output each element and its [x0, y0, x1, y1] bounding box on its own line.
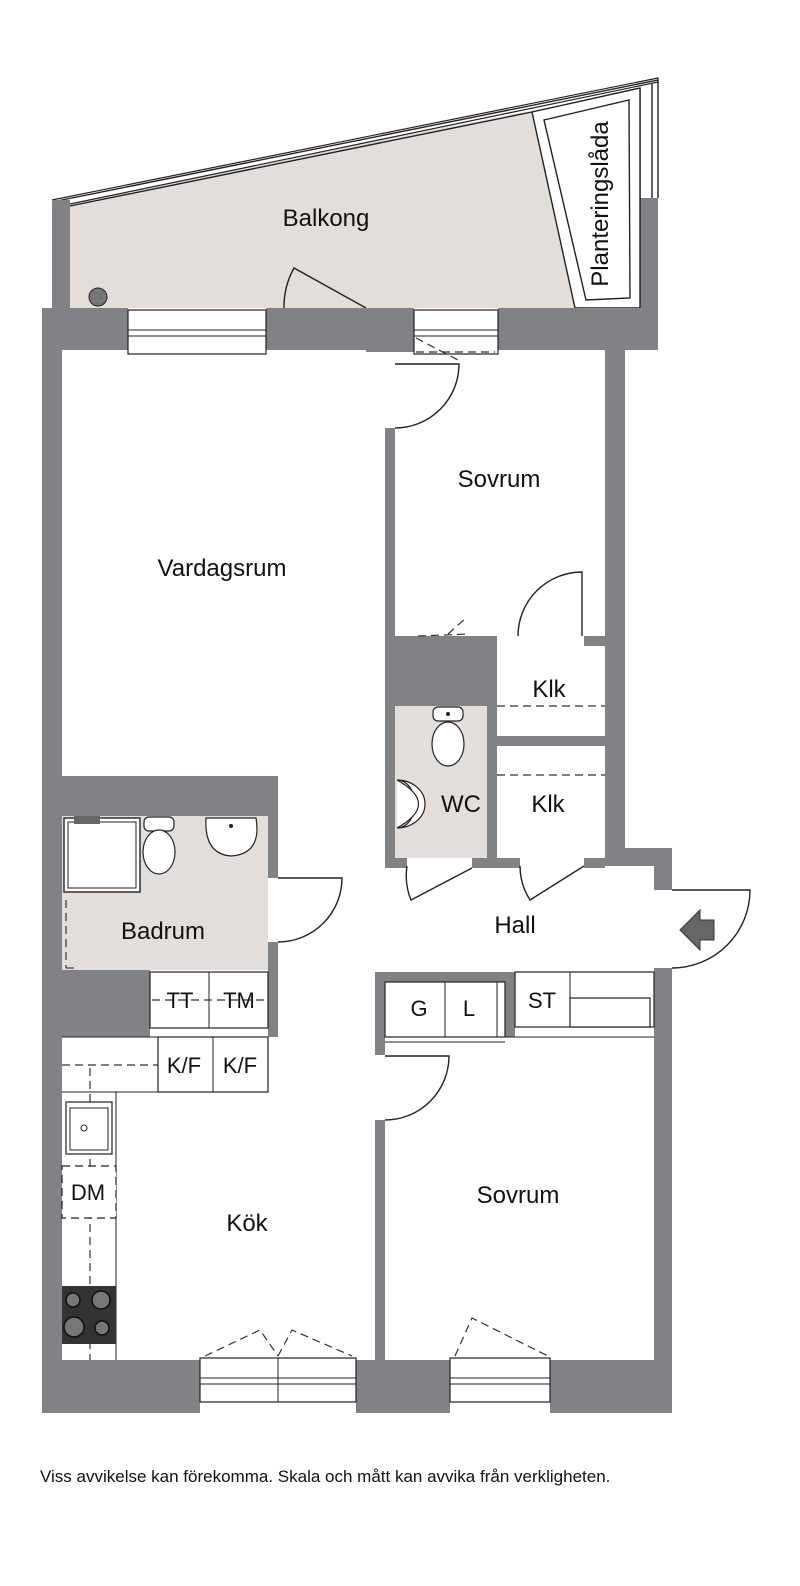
wc-room: [395, 706, 487, 858]
entrance-arrow-icon: [679, 908, 715, 952]
label-kf-2: K/F: [223, 1053, 257, 1078]
balcony: [51, 77, 659, 350]
label-g: G: [410, 996, 427, 1021]
label-kok: Kök: [226, 1210, 268, 1237]
label-kf-1: K/F: [167, 1053, 201, 1078]
bathroom: [62, 816, 268, 970]
label-tm: TM: [223, 988, 255, 1013]
label-hall: Hall: [494, 912, 535, 939]
doors: [277, 363, 751, 1121]
label-planteringslada: Planteringslåda: [587, 121, 614, 287]
label-balkong: Balkong: [283, 205, 370, 232]
label-klk-bottom: Klk: [531, 791, 565, 818]
walls: [42, 308, 672, 1413]
kitchen: [61, 1036, 269, 1360]
label-wc: WC: [441, 791, 481, 818]
label-sovrum-top: Sovrum: [458, 466, 541, 493]
drain-icon: [88, 287, 108, 307]
label-klk-top: Klk: [532, 676, 566, 703]
label-vardagsrum: Vardagsrum: [158, 555, 287, 582]
windows: [127, 309, 551, 1403]
floor-plan: Balkong Planteringslåda Sovrum Vardagsru…: [42, 77, 751, 1413]
label-badrum: Badrum: [121, 918, 205, 945]
label-tt: TT: [167, 988, 194, 1013]
label-sovrum-bottom: Sovrum: [477, 1182, 560, 1209]
laundry: [149, 971, 269, 1029]
closets: [497, 705, 605, 776]
storage: [384, 971, 655, 1043]
label-st: ST: [528, 988, 556, 1013]
label-l: L: [463, 996, 475, 1021]
disclaimer-text: Viss avvikelse kan förekomma. Skala och …: [40, 1467, 611, 1486]
label-dm: DM: [71, 1180, 105, 1205]
